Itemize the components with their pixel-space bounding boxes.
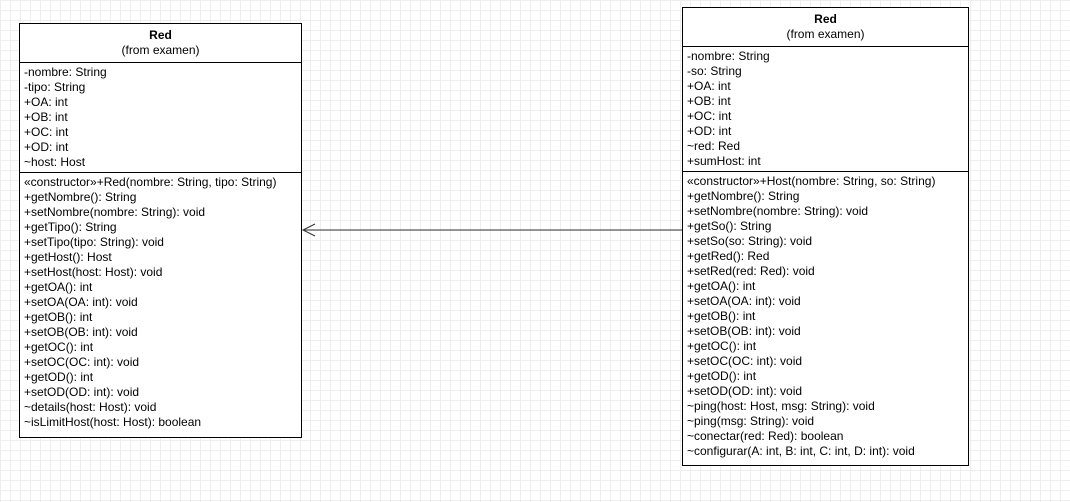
host-class-name: Red [814, 12, 837, 26]
class-operation: ~configurar(A: int, B: int, C: int, D: i… [687, 444, 915, 458]
class-operation: +setOB(OB: int): void [24, 325, 138, 339]
host-class-header: Red (from examen) [683, 8, 968, 47]
host-class-operations: «constructor»+Host(nombre: String, so: S… [683, 172, 968, 461]
class-attribute: +OD: int [687, 124, 732, 138]
red-class-operations: «constructor»+Red(nombre: String, tipo: … [20, 173, 301, 432]
class-operation: +setNombre(nombre: String): void [24, 205, 206, 219]
class-operation: +getNombre(): String [687, 189, 800, 203]
class-operation: ~ping(host: Host, msg: String): void [687, 399, 875, 413]
host-class-box[interactable]: Red (from examen) -nombre: String-so: St… [682, 7, 969, 466]
class-operation: +getRed(): Red [687, 249, 770, 263]
class-operation: ~ping(msg: String): void [687, 414, 815, 428]
class-operation: +getSo(): String [687, 219, 772, 233]
class-operation: +setOA(OA: int): void [24, 295, 138, 309]
class-operation: «constructor»+Host(nombre: String, so: S… [687, 174, 936, 188]
class-operation: «constructor»+Red(nombre: String, tipo: … [24, 175, 277, 189]
class-operation: +getOD(): int [687, 369, 757, 383]
host-class-stereotype: (from examen) [786, 27, 865, 41]
class-operation: ~details(host: Host): void [24, 400, 157, 414]
red-class-attributes: -nombre: String-tipo: String+OA: int+OB:… [20, 63, 301, 173]
class-attribute: -so: String [687, 64, 742, 78]
class-operation: +setTipo(tipo: String): void [24, 235, 164, 249]
class-attribute: -tipo: String [24, 80, 86, 94]
class-operation: +setOD(OD: int): void [24, 385, 140, 399]
class-attribute: +OC: int [687, 109, 732, 123]
class-attribute: +sumHost: int [687, 154, 761, 168]
class-operation: +setNombre(nombre: String): void [687, 204, 869, 218]
class-operation: +setRed(red: Red): void [687, 264, 815, 278]
red-class-box[interactable]: Red (from examen) -nombre: String-tipo: … [19, 23, 302, 438]
class-operation: +getNombre(): String [24, 190, 137, 204]
class-attribute: ~red: Red [687, 139, 741, 153]
host-class-attributes: -nombre: String-so: String+OA: int+OB: i… [683, 47, 968, 172]
class-attribute: +OB: int [687, 94, 731, 108]
class-operation: +getOD(): int [24, 370, 94, 384]
class-attribute: +OB: int [24, 110, 68, 124]
red-class-name: Red [149, 28, 172, 42]
class-operation: +setOA(OA: int): void [687, 294, 801, 308]
class-attribute: -nombre: String [687, 49, 770, 63]
class-attribute: +OA: int [687, 79, 731, 93]
class-operation: +getOC(): int [24, 340, 94, 354]
class-operation: +setOC(OC: int): void [687, 354, 803, 368]
class-operation: +getOB(): int [24, 310, 93, 324]
class-operation: ~conectar(red: Red): boolean [687, 429, 844, 443]
class-attribute: -nombre: String [24, 65, 107, 79]
class-attribute: +OC: int [24, 125, 69, 139]
class-operation: +setHost(host: Host): void [24, 265, 163, 279]
class-operation: +setOC(OC: int): void [24, 355, 140, 369]
class-operation: +getOA(): int [24, 280, 93, 294]
class-attribute: +OA: int [24, 95, 68, 109]
red-class-header: Red (from examen) [20, 24, 301, 63]
class-attribute: ~host: Host [24, 155, 86, 169]
class-attribute: +OD: int [24, 140, 69, 154]
red-class-stereotype: (from examen) [121, 43, 200, 57]
class-operation: +getHost(): Host [24, 250, 112, 264]
class-operation: +getTipo(): String [24, 220, 117, 234]
class-operation: +getOA(): int [687, 279, 756, 293]
class-operation: ~isLimitHost(host: Host): boolean [24, 415, 202, 429]
class-operation: +getOB(): int [687, 309, 756, 323]
class-operation: +setOD(OD: int): void [687, 384, 803, 398]
class-operation: +setOB(OB: int): void [687, 324, 801, 338]
class-operation: +setSo(so: String): void [687, 234, 813, 248]
class-operation: +getOC(): int [687, 339, 757, 353]
association-arrowhead-icon [301, 223, 316, 237]
